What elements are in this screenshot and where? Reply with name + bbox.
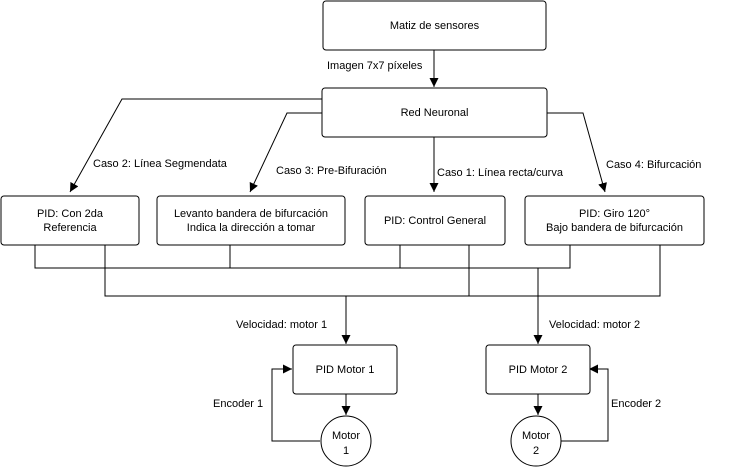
node-motor2-line2: 2 bbox=[533, 445, 539, 457]
node-flag-bifurcation-line2: Indica la dirección a tomar bbox=[187, 222, 316, 234]
edge-case4 bbox=[547, 112, 607, 193]
label-case1: Caso 1: Línea recta/curva bbox=[437, 167, 564, 179]
bus-motor1 bbox=[104, 245, 661, 297]
node-pid-turn: PID: Giro 120° Bajo bandera de bifurcaci… bbox=[524, 195, 705, 246]
node-neural-network: Red Neuronal bbox=[321, 87, 548, 138]
label-case2: Caso 2: Línea Segmendata bbox=[93, 158, 228, 170]
node-pid-motor1: PID Motor 1 bbox=[292, 344, 398, 395]
node-motor1-line1: Motor bbox=[332, 430, 360, 442]
label-case3: Caso 3: Pre-Bifuración bbox=[276, 165, 387, 177]
node-motor2-line1: Motor bbox=[522, 430, 550, 442]
label-encoder2: Encoder 2 bbox=[611, 398, 661, 410]
bus-motor2 bbox=[34, 245, 571, 269]
node-flag-bifurcation: Levanto bandera de bifurcación Indica la… bbox=[156, 195, 346, 246]
node-pid-general: PID: Control General bbox=[364, 195, 506, 246]
label-image-input: Imagen 7x7 píxeles bbox=[327, 60, 423, 72]
edge-case2 bbox=[69, 98, 322, 193]
node-sensor-matrix: Matiz de sensores bbox=[322, 0, 547, 51]
label-speed-motor2: Velocidad: motor 2 bbox=[549, 319, 640, 331]
node-pid-turn-line1: PID: Giro 120° bbox=[579, 208, 650, 220]
node-motor2: Motor 2 bbox=[510, 415, 562, 467]
edge-encoder1 bbox=[271, 364, 320, 442]
edge-case3 bbox=[249, 112, 322, 193]
node-motor1: Motor 1 bbox=[320, 415, 372, 467]
node-pid-second-reference-line2: Referencia bbox=[43, 222, 97, 234]
node-pid-motor2: PID Motor 2 bbox=[485, 344, 591, 395]
node-flag-bifurcation-line1: Levanto bandera de bifurcación bbox=[174, 208, 328, 220]
node-motor1-line2: 1 bbox=[343, 445, 349, 457]
node-pid-motor2-label: PID Motor 2 bbox=[509, 364, 568, 376]
node-sensor-matrix-label: Matiz de sensores bbox=[390, 20, 480, 32]
node-pid-general-label: PID: Control General bbox=[384, 215, 486, 227]
label-encoder1: Encoder 1 bbox=[213, 398, 263, 410]
node-pid-second-reference: PID: Con 2da Referencia bbox=[0, 195, 140, 246]
node-pid-motor1-label: PID Motor 1 bbox=[316, 364, 375, 376]
node-pid-second-reference-line1: PID: Con 2da bbox=[37, 208, 104, 220]
edge-encoder2 bbox=[561, 364, 609, 442]
node-neural-network-label: Red Neuronal bbox=[401, 107, 469, 119]
label-speed-motor1: Velocidad: motor 1 bbox=[236, 319, 327, 331]
label-case4: Caso 4: Bifurcación bbox=[606, 159, 701, 171]
node-pid-turn-line2: Bajo bandera de bifurcación bbox=[546, 222, 683, 234]
